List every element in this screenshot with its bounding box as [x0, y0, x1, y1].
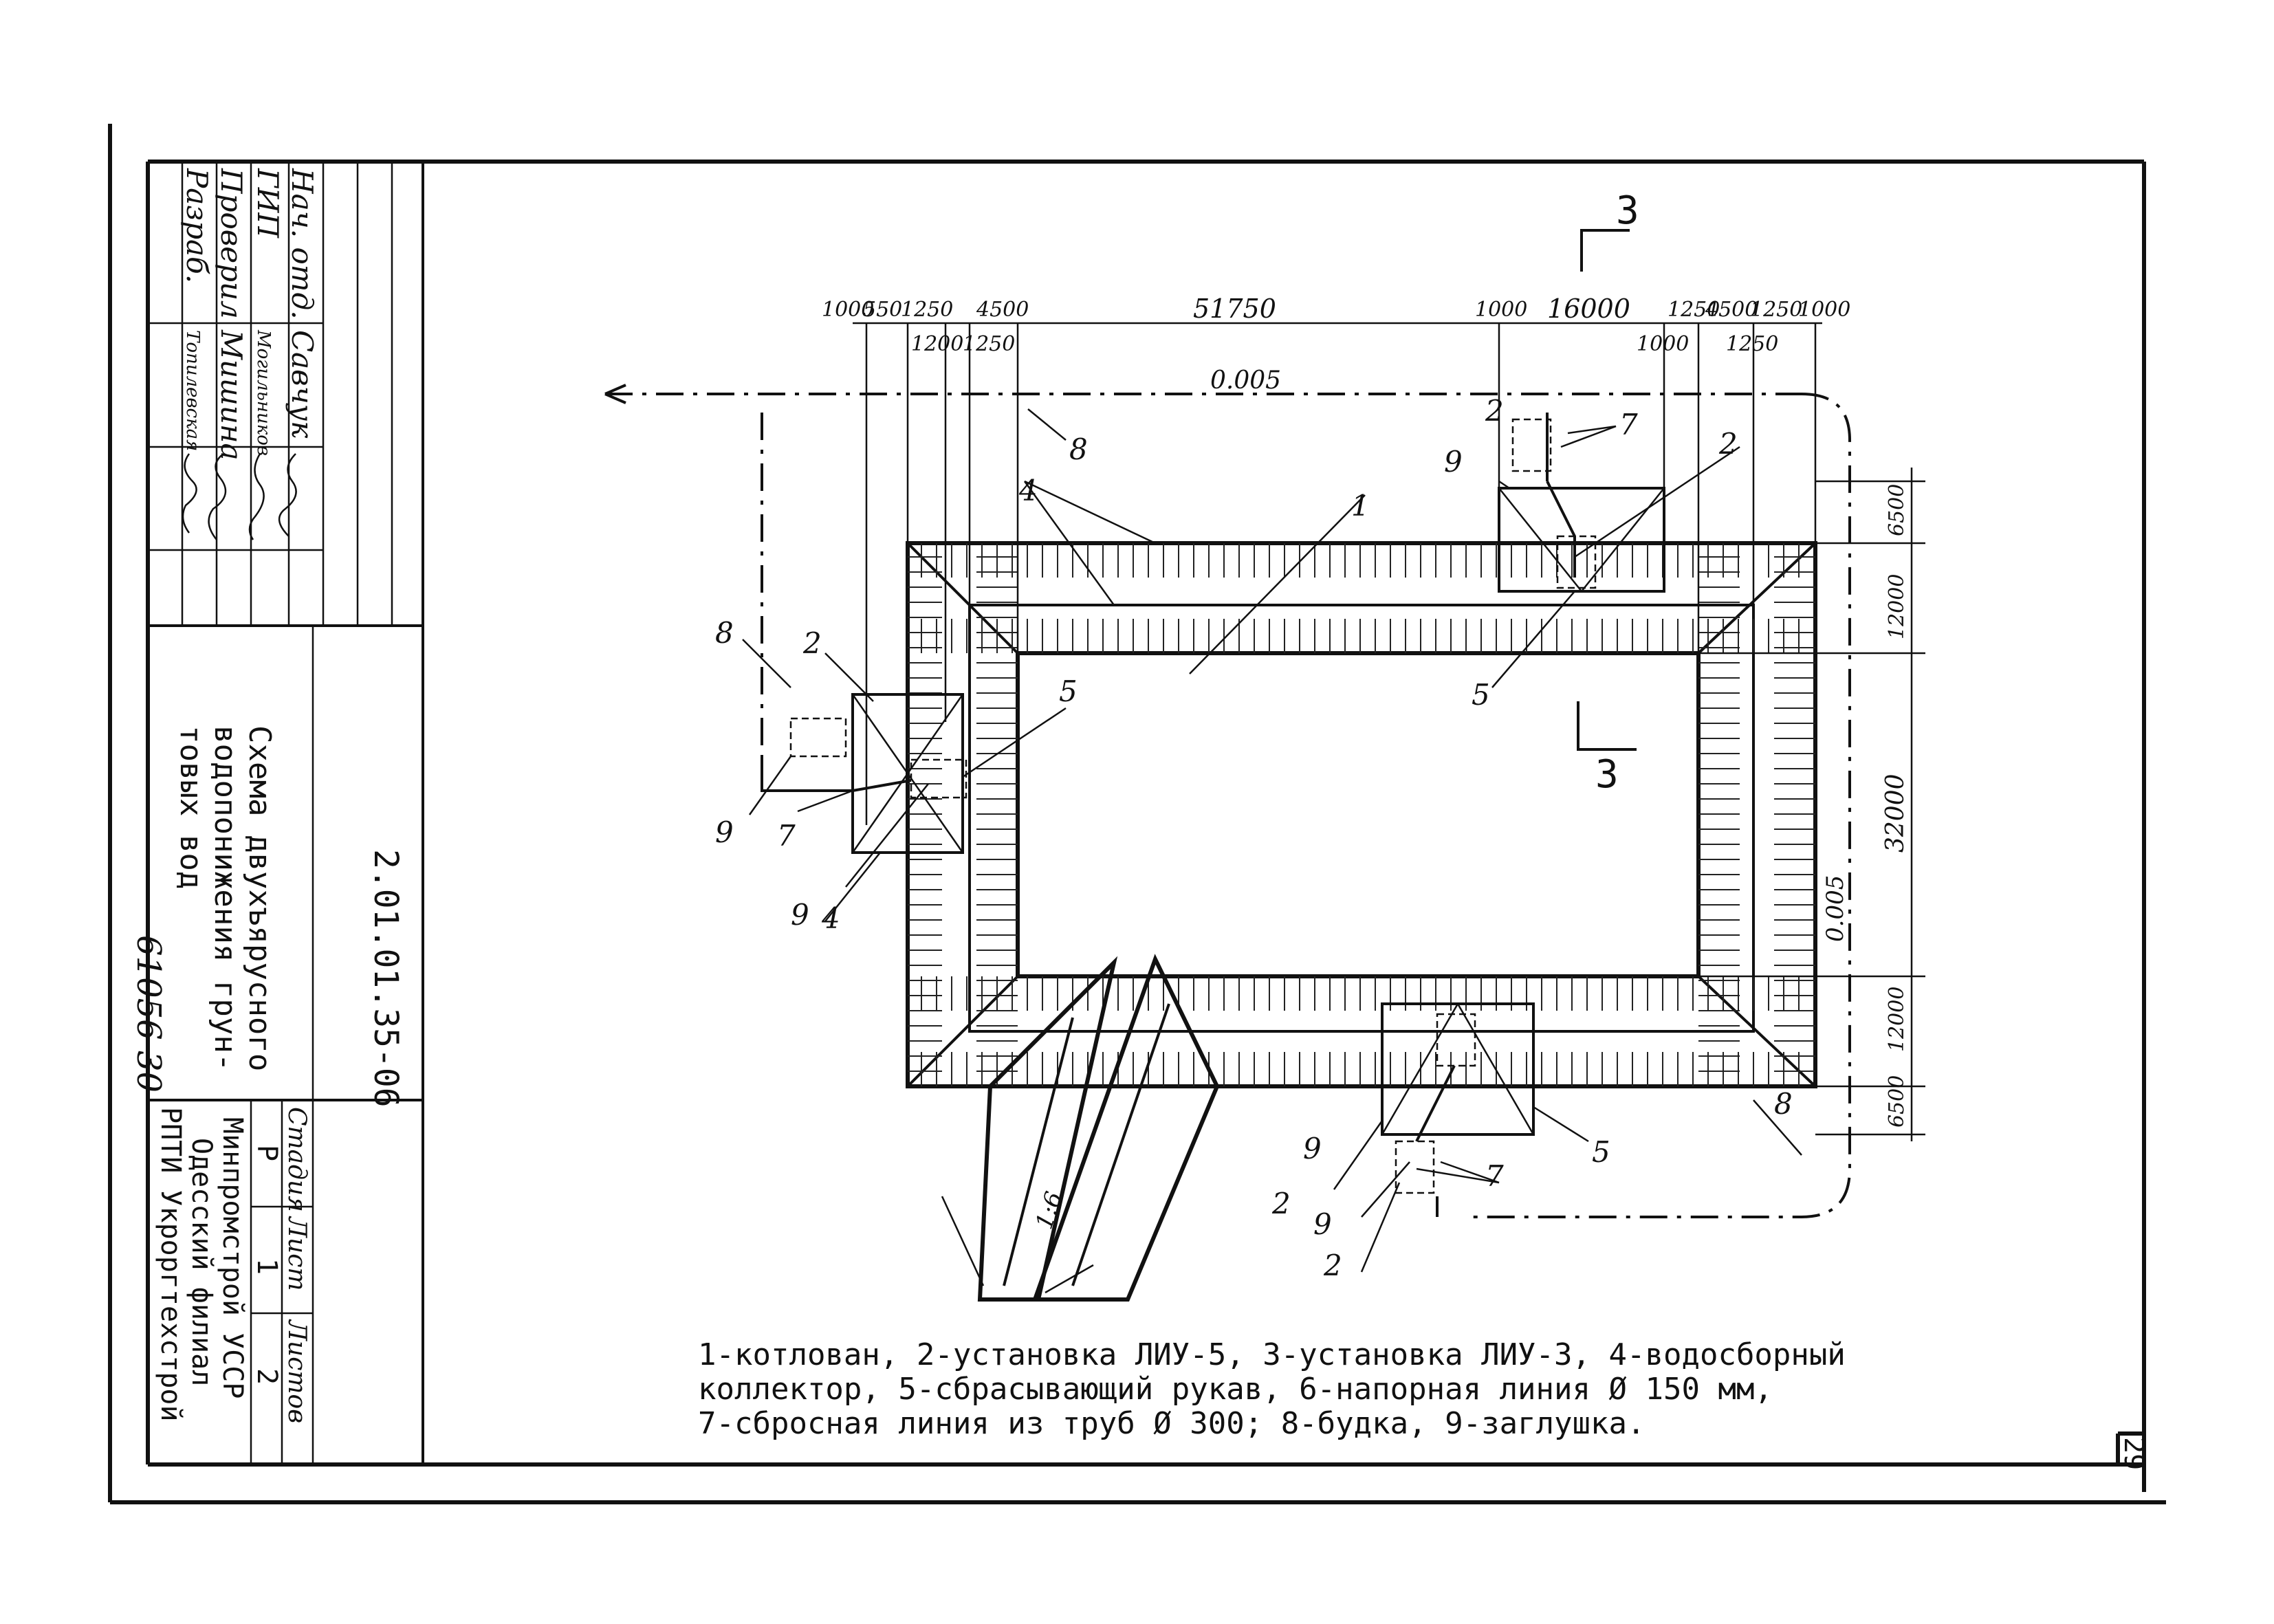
marker-leaders [742, 408, 1802, 1294]
dim-right-4: 12000 [1885, 987, 1909, 1052]
section-label-bottom: 3 [1595, 752, 1619, 797]
stamp-role-4: Разраб. [180, 168, 214, 283]
section-label-top: 3 [1616, 188, 1639, 233]
pump-pits [789, 418, 1665, 1194]
marker-4-left: 4 [821, 901, 840, 935]
marker-2-bottom-low: 2 [1323, 1249, 1342, 1282]
marker-2-bottom: 2 [1271, 1187, 1291, 1220]
dim-right-1: 6500 [1885, 484, 1909, 536]
marker-6-top: 7 [1619, 408, 1638, 441]
marker-5-left: 5 [1059, 674, 1078, 708]
marker-2-left: 2 [802, 626, 822, 660]
stamp-sheets-header: Листов [283, 1319, 311, 1423]
marker-8-bottom-low: 9 [1313, 1207, 1332, 1241]
stamp-org-line-2: Одесский филиал [186, 1138, 217, 1386]
signature-2 [248, 453, 265, 540]
marker-2-top: 2 [1718, 427, 1738, 461]
dim-right-2: 12000 [1885, 574, 1909, 639]
dim-top-4: 4500 [976, 298, 1029, 322]
stamp-role-2: ГИП [251, 168, 285, 239]
signature-1 [278, 453, 297, 537]
stamp-name-2: Могильников [253, 329, 274, 456]
dim-right-5: 6500 [1885, 1075, 1909, 1128]
sheet-frame [108, 124, 2166, 1504]
dim-row2-2: 1250 [963, 332, 1015, 356]
title-block [148, 162, 424, 1464]
page-number: 29 [2118, 1437, 2150, 1470]
access-ramps [977, 954, 1220, 1302]
dim-top-1: 1000 [822, 298, 874, 322]
marker-5-bottom: 5 [1592, 1135, 1610, 1169]
dim-top-9: 4500 [1705, 298, 1758, 322]
legend-line-2: коллектор, 5-сбрасывающий рукав, 6-напор… [698, 1372, 1773, 1407]
stamp-title-line-2: водопонижения грун- [208, 725, 243, 1071]
discharge-line [604, 384, 1851, 1218]
stamp-role-1: Нач. отд. [285, 168, 319, 320]
marker-7-right: 8 [1774, 1087, 1793, 1121]
marker-8-left-low: 9 [791, 898, 809, 932]
legend-line-3: 7-сбросная линия из труб Ø 300; 8-будка,… [698, 1406, 1646, 1441]
stamp-sheets-value: 2 [251, 1368, 283, 1385]
dim-right-3: 32000 [1881, 773, 1910, 853]
stamp-sheet-header: Лист [283, 1216, 311, 1291]
dim-row2-1: 1200 [911, 332, 963, 356]
dim-slope: 0.005 [1210, 366, 1281, 395]
dimension-lines [853, 322, 1925, 1141]
stamp-title-line-1: Схема двухъярусного [242, 725, 277, 1071]
signature-3 [208, 453, 227, 540]
section-markers [1577, 229, 1637, 751]
stamp-role-3: Проверил [215, 168, 248, 319]
marker-1: 1 [1351, 489, 1370, 523]
pressure-lines [761, 481, 1576, 1142]
dim-top-3: 1250 [901, 298, 953, 322]
stamp-sheet-value: 1 [251, 1258, 283, 1275]
marker-2-top-left: 2 [1485, 394, 1504, 428]
dim-top-5: 51750 [1193, 294, 1276, 324]
marker-8-top: 9 [1444, 445, 1463, 479]
dim-top-10: 1250 [1750, 298, 1802, 322]
marker-8-bottom: 9 [1303, 1132, 1322, 1165]
dim-row2-3: 1000 [1637, 332, 1689, 356]
dim-top-2: 550 [863, 298, 902, 322]
marker-6-bottom: 7 [1485, 1159, 1504, 1193]
dim-top-8: 1250 [1668, 298, 1720, 322]
stamp-name-3: Мишина [215, 329, 248, 461]
pit-plan [906, 541, 1817, 1088]
stamp-org-line-1: Минпромстрой УССР [217, 1117, 248, 1398]
dim-slope-right: 0.005 [1822, 875, 1849, 942]
stamp-stage-header: Стадия [283, 1107, 311, 1212]
marker-4-top: 4 [1018, 474, 1038, 507]
stamp-org-line-3: РПТИ Укроргтехстрой [155, 1107, 186, 1422]
marker-5-top: 5 [1472, 678, 1490, 712]
stamp-name-4: Топилевская [182, 330, 203, 451]
slope-hatching [908, 543, 1815, 1086]
marker-8-left: 9 [715, 815, 734, 849]
stamp-title-line-3: товых вод [173, 725, 208, 889]
stamp-name-1: Савчук [285, 330, 319, 439]
dim-top-11: 1000 [1798, 298, 1850, 322]
dim-top-6: 1000 [1475, 298, 1527, 322]
archive-number: 61056 30 [129, 935, 168, 1093]
dim-row2-4: 1250 [1726, 332, 1778, 356]
stamp-stage-value: Р [251, 1145, 283, 1161]
signature-4 [182, 453, 197, 534]
marker-6-left: 7 [777, 819, 796, 853]
marker-7-left: 8 [715, 616, 734, 650]
legend-line-1: 1-котлован, 2-установка ЛИУ-5, 3-установ… [698, 1337, 1846, 1372]
dim-top-7: 16000 [1547, 294, 1630, 324]
marker-7-top: 8 [1069, 432, 1088, 466]
stamp-code: 2.01.01.35-06 [367, 849, 405, 1108]
